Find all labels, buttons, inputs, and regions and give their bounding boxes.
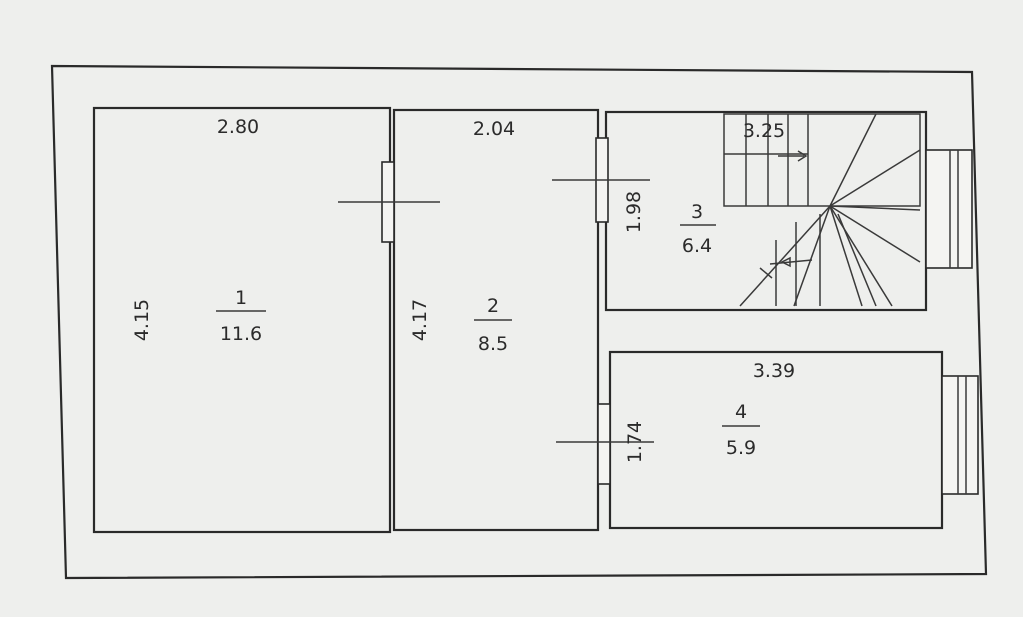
room-3-height: 1.98 xyxy=(623,191,645,233)
room-4-height: 1.74 xyxy=(624,421,646,463)
window-room-4 xyxy=(941,375,979,495)
room-4-labels: 3.39 1.74 4 5.9 xyxy=(624,360,795,463)
room-1-height: 4.15 xyxy=(131,299,153,341)
room-2-height: 4.17 xyxy=(409,299,431,341)
room-1-area: 11.6 xyxy=(220,323,262,345)
room-3-width: 3.25 xyxy=(743,120,785,142)
room-1-width: 2.80 xyxy=(217,116,259,138)
room-4-area: 5.9 xyxy=(726,437,756,459)
room-3-labels: 3.25 1.98 3 6.4 xyxy=(623,120,785,257)
room-1-outline xyxy=(92,106,392,534)
room-1-labels: 2.80 4.15 1 11.6 xyxy=(131,116,266,345)
room-4-width: 3.39 xyxy=(753,360,795,382)
room-2-area: 8.5 xyxy=(478,333,508,355)
staircase xyxy=(723,113,921,307)
room-1-number: 1 xyxy=(235,287,247,309)
room-2-width: 2.04 xyxy=(473,118,515,140)
door-2-4 xyxy=(597,403,611,485)
room-2-outline xyxy=(392,108,600,532)
room-3-number: 3 xyxy=(691,201,703,223)
room-2-labels: 2.04 4.17 2 8.5 xyxy=(409,118,515,355)
outer-wall xyxy=(50,64,988,580)
window-room-3 xyxy=(925,149,973,269)
room-2-number: 2 xyxy=(487,295,499,317)
room-4-number: 4 xyxy=(735,401,747,423)
room-3-area: 6.4 xyxy=(682,235,712,257)
